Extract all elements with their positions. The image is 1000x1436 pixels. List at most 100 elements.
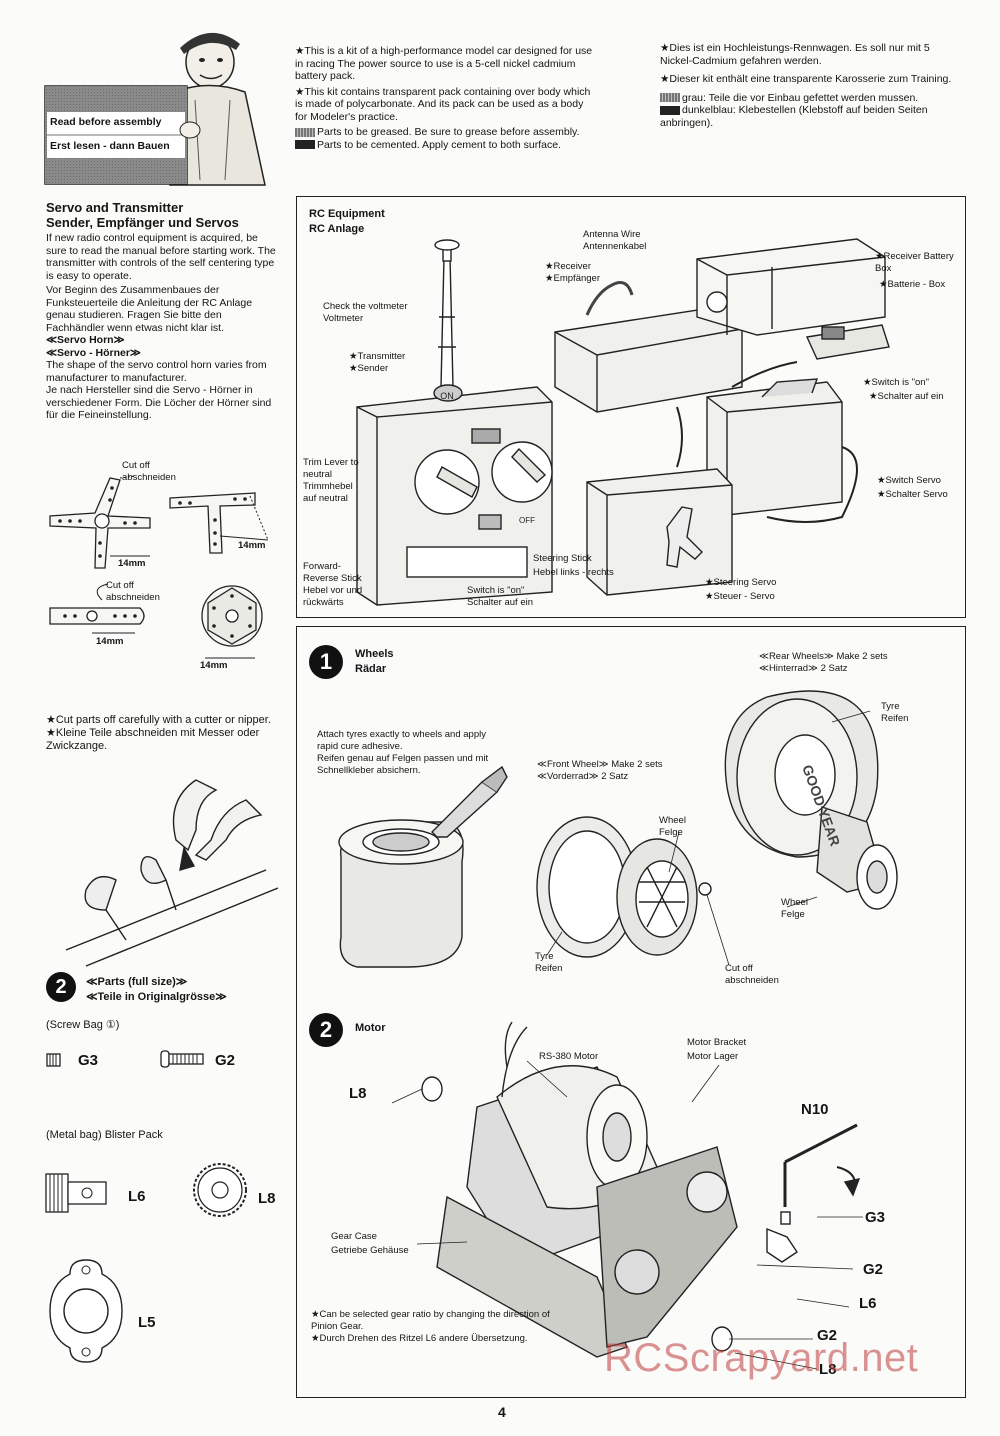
steer-stick-en: Steering Stick [533,553,592,564]
tyre-en-1: Tyre [881,701,900,712]
steer-servo-en: ★Steering Servo [705,577,777,588]
grey-swatch [660,93,680,103]
wheel-en-1: Wheel [659,815,686,826]
blue-legend: dunkelblau: Klebestellen (Klebstoff auf … [660,104,960,129]
part-l8-label: L8 [258,1190,276,1207]
switch-on-de: ★Schalter auf ein [869,391,944,402]
transmitter-en: ★Transmitter [349,351,406,362]
header-illustration: Read before assembly Erst lesen - dann B… [40,20,280,190]
rc-equipment-box: ON OFF RC Equipment RC Anlage Antenna Wi… [296,196,966,618]
cutoff-label-2: Cut off [106,580,134,591]
blue-swatch [660,105,680,115]
fwd-en: Forward-Reverse Stick [303,561,362,584]
g3-label: G3 [865,1209,886,1226]
cement-text: Parts to be cemented. Apply cement to bo… [317,138,561,151]
steer-servo-de: ★Steuer - Servo [705,591,775,602]
grease-swatch [295,127,315,137]
battery-en: ★Receiver Battery Box [875,251,954,274]
servo-title-en: Servo and Transmitter [46,200,184,215]
watermark: RCScrapyard.net [604,1336,919,1380]
receiver-de: ★Empfänger [545,273,600,284]
front-wheel-en: ≪Front Wheel≫ Make 2 sets [537,759,663,770]
wheel-de-1: Felge [659,827,683,838]
intro-german: ★Dies ist ein Hochleistungs-Rennwagen. E… [660,42,960,129]
rear-wheels-de: ≪Hinterrad≫ 2 Satz [759,663,848,674]
gear-note-en: ★Can be selected gear ratio by changing … [311,1309,550,1332]
bracket-en: Motor Bracket [687,1037,747,1048]
intro-english: ★This is a kit of a high-performance mod… [295,45,595,151]
tyre-en-2: Tyre [535,951,554,962]
rc-title-de: RC Anlage [309,223,365,235]
antenna-de: Antennenkabel [583,241,647,252]
abschneiden-label-2: abschneiden [106,592,160,603]
attach-de: Reifen genau auf Felgen passen und mit S… [317,753,489,776]
servo-p-en: If new radio control equipment is acquir… [46,232,276,282]
gear-case-de: Getriebe Gehäuse [331,1245,409,1256]
parts-step-number: 2 [46,972,76,1002]
screw-bag-label: (Screw Bag ①) [46,1019,120,1031]
n10-label: N10 [801,1101,829,1118]
servo-horn-p-de: Je nach Hersteller sind die Servo - Hörn… [46,384,272,421]
l6-label: L6 [859,1295,877,1312]
mm-label-4: 14mm [200,660,228,671]
intro-en-p1: ★This is a kit of a high-performance mod… [295,45,593,82]
servo-title-de: Sender, Empfänger und Servos [46,215,239,230]
trim-en: Trim Lever to neutral [303,457,359,480]
metal-bag-label: (Metal bag) Blister Pack [46,1129,163,1141]
bracket-de: Motor Lager [687,1051,739,1062]
grease-text: Parts to be greased. Be sure to grease b… [317,126,580,138]
trim-de: Trimmhebel auf neutral [303,481,353,504]
servo-horn-p-en: The shape of the servo control horn vari… [46,359,267,384]
grease-legend: Parts to be greased. Be sure to grease b… [295,126,595,139]
cutoff-label-1: Cut off [122,460,150,471]
intro-de-p1: ★Dies ist ein Hochleistungs-Rennwagen. E… [660,42,930,67]
step2-number: 2 [309,1013,343,1047]
sign-line-2: Erst lesen - dann Bauen [50,140,170,152]
servo-section: Servo and Transmitter Sender, Empfänger … [46,200,278,422]
servo-horns-diagram: Cut off abschneiden 14mm 14mm Cut off ab… [40,458,285,678]
step1-title-en: Wheels [355,648,394,660]
part-g3-icon [46,1052,62,1068]
cement-swatch [295,140,315,150]
switch-servo-en: ★Switch Servo [877,475,941,486]
g2-label-2: G2 [817,1327,838,1344]
grey-text: grau: Teile die vor Einbau gefettet werd… [682,91,919,104]
voltmeter-en: Check the voltmeter [323,301,408,312]
step2-title: Motor [355,1022,386,1034]
part-l6-label: L6 [128,1188,146,1205]
tx-off-text: OFF [519,516,535,525]
page-number: 4 [498,1404,506,1420]
g2-label-1: G2 [863,1261,884,1278]
tyre-de-2: Reifen [535,963,563,974]
part-g3-label: G3 [78,1052,99,1069]
transmitter-de: ★Sender [349,363,389,374]
step1-number: 1 [309,645,343,679]
servo-horn-en: ≪Servo Horn≫ [46,334,125,346]
mm-label-1: 14mm [118,558,146,569]
l8-label-1: L8 [349,1085,367,1102]
cut-note-de: ★Kleine Teile abschneiden mit Messer ode… [46,727,260,752]
battery-de: ★Batterie - Box [879,279,946,290]
step1-title-de: Rädar [355,663,387,675]
intro-en-p2: ★This kit contains transparent pack cont… [295,85,591,123]
part-g2-label: G2 [215,1052,236,1069]
tx-switch-en: Switch is "on" [467,585,525,596]
mm-label-2: 14mm [238,540,266,551]
tyre-de-1: Reifen [881,713,909,724]
switch-on-en: ★Switch is "on" [863,377,929,388]
wheel-de-2: Felge [781,909,805,920]
sign-line-1: Read before assembly [50,116,162,128]
parts-title-de: ≪Teile in Originalgrösse≫ [86,991,227,1003]
receiver-en: ★Receiver [545,261,592,272]
steer-stick-de: Hebel links - rechts [533,567,614,578]
part-l5-icon [46,1256,126,1366]
part-l6-icon [44,1168,114,1218]
servo-p-de: Vor Beginn des Zusammenbaues der Funkste… [46,284,253,334]
gear-case-en: Gear Case [331,1231,377,1242]
cutoff-en-wheel: Cut off [725,963,753,974]
antenna-en: Antenna Wire [583,229,641,240]
part-g2-icon [160,1048,206,1070]
l8-label-2: L8 [819,1361,837,1378]
switch-servo-de: ★Schalter Servo [877,489,948,500]
front-wheel-de: ≪Vorderrad≫ 2 Satz [537,771,629,782]
